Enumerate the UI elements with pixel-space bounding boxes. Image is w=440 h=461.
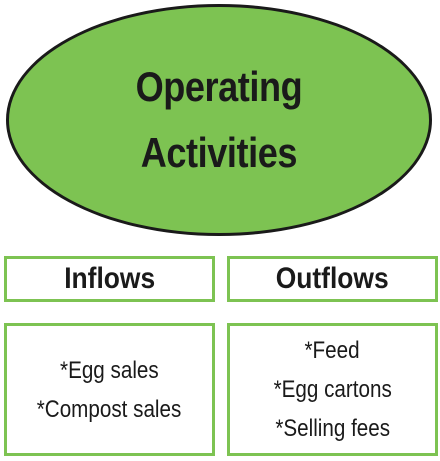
- inflow-item: *Egg sales: [60, 356, 159, 384]
- inflows-header: Inflows: [64, 262, 155, 295]
- title-line-1: Operating: [135, 63, 303, 110]
- inflows-list-box: *Egg sales *Compost sales: [4, 323, 215, 456]
- outflows-header-box: Outflows: [227, 256, 438, 302]
- inflow-item: *Compost sales: [37, 395, 182, 423]
- outflow-item: *Selling fees: [275, 415, 390, 442]
- outflow-item: *Egg cartons: [273, 376, 392, 403]
- outflow-item: *Feed: [304, 337, 361, 364]
- operating-activities-ellipse: Operating Activities: [6, 4, 432, 236]
- outflows-header: Outflows: [276, 262, 389, 295]
- title-line-2: Activities: [140, 129, 298, 176]
- inflows-header-box: Inflows: [4, 256, 215, 302]
- outflows-list-box: *Feed *Egg cartons *Selling fees: [227, 323, 438, 456]
